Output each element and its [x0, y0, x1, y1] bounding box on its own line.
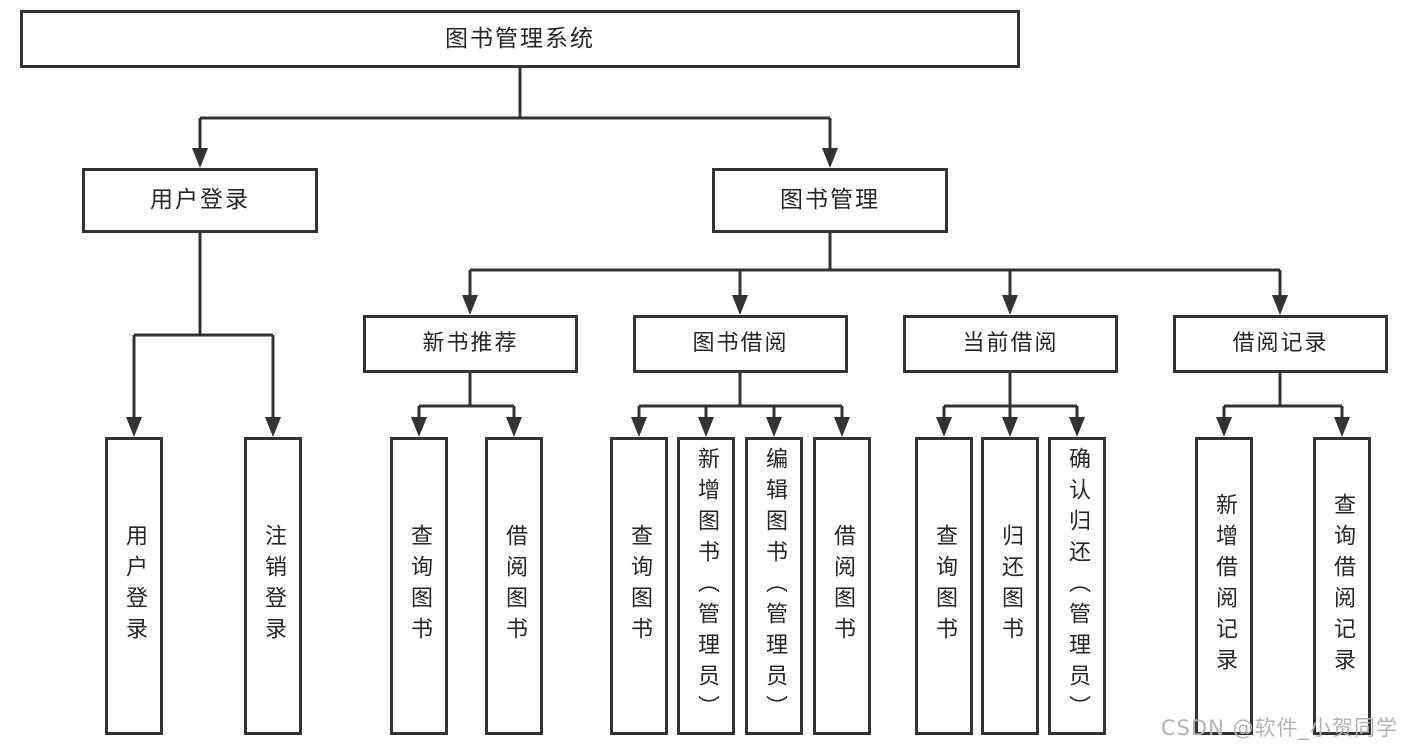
csdn-watermark: CSDN @软件_小贺同学 — [1160, 716, 1398, 740]
leaf-logout: 注销登录 — [244, 437, 302, 735]
node-book-management: 图书管理 — [712, 168, 948, 233]
node-borrow-records: 借阅记录 — [1173, 315, 1388, 373]
leaf-current-confirm-return-admin: 确认归还（管理员） — [1048, 437, 1106, 735]
node-user-login: 用户登录 — [82, 168, 318, 233]
leaf-recommend-borrow-books: 借阅图书 — [485, 437, 543, 735]
node-current-borrow: 当前借阅 — [903, 315, 1118, 373]
arrowheads — [126, 148, 1350, 437]
node-new-book-recommend: 新书推荐 — [363, 315, 578, 373]
leaf-records-query-record: 查询借阅记录 — [1313, 437, 1371, 735]
leaf-current-return-books: 归还图书 — [981, 437, 1039, 735]
leaf-current-query-books: 查询图书 — [915, 437, 973, 735]
leaf-borrow-query-books: 查询图书 — [610, 437, 668, 735]
leaf-user-login: 用户登录 — [105, 437, 163, 735]
leaf-borrow-edit-books-admin: 编辑图书（管理员） — [745, 437, 803, 735]
leaf-borrow-borrow-books: 借阅图书 — [813, 437, 871, 735]
leaf-borrow-add-books-admin: 新增图书（管理员） — [677, 437, 735, 735]
node-book-borrow: 图书借阅 — [633, 315, 848, 373]
leaf-records-add-record: 新增借阅记录 — [1195, 437, 1253, 735]
node-root: 图书管理系统 — [20, 10, 1020, 68]
leaf-recommend-query-books: 查询图书 — [390, 437, 448, 735]
